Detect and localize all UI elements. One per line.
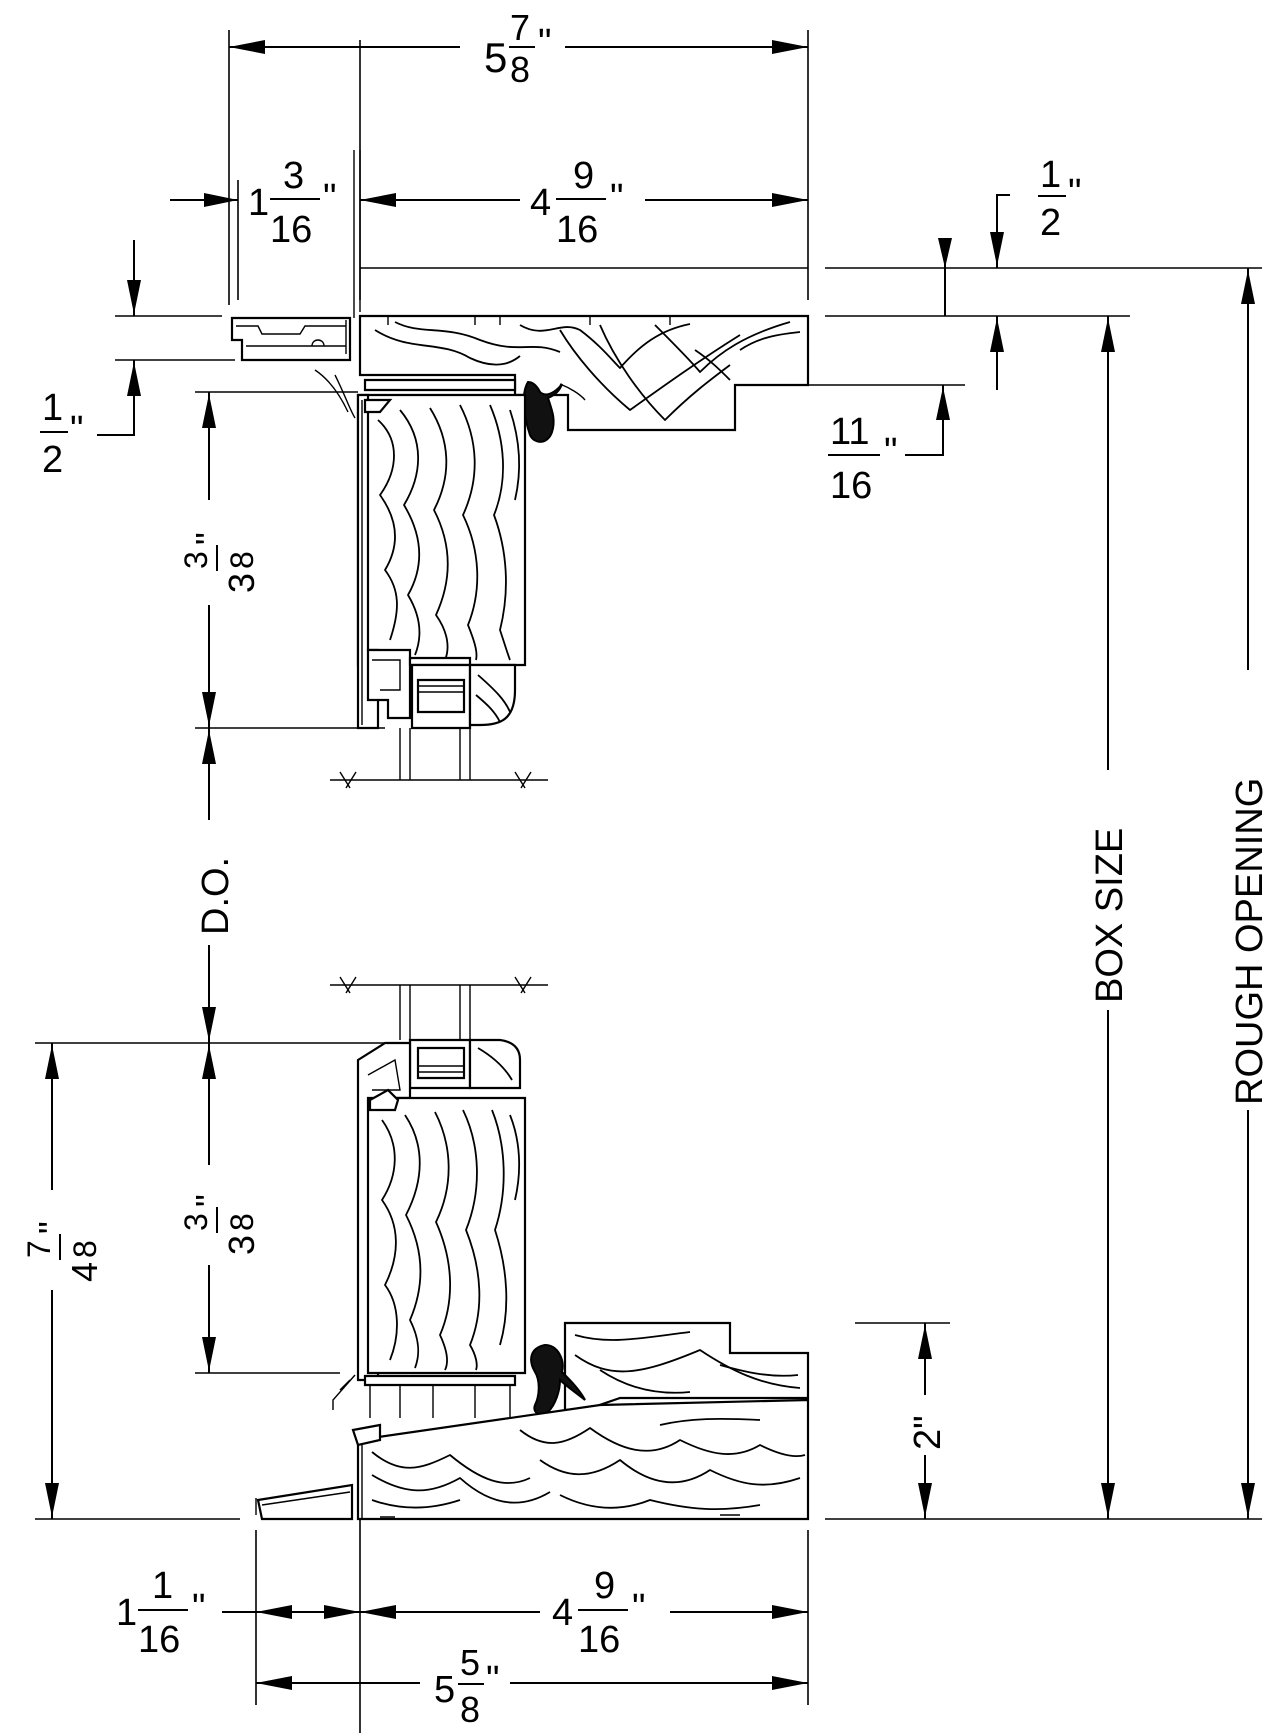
svg-text:8: 8 xyxy=(67,1240,103,1258)
svg-text:": " xyxy=(323,177,337,219)
upper-sash xyxy=(330,393,548,789)
svg-text:3: 3 xyxy=(178,1213,214,1231)
dim-top-right: 4 9 16 " xyxy=(530,155,624,251)
inch-mark: " xyxy=(538,22,552,64)
dim-top-left: 1 3 16 " xyxy=(248,155,337,251)
dim-upper-sash: 3 3 8 " xyxy=(178,532,262,593)
dim-top-half-right: 1 2 " xyxy=(1038,154,1082,244)
label-box-size: BOX SIZE xyxy=(1089,828,1131,1003)
dim-bottom-overall: 5 5 8 " xyxy=(434,1642,500,1730)
svg-text:4: 4 xyxy=(64,1262,105,1282)
svg-text:2: 2 xyxy=(1040,202,1061,244)
svg-text:11: 11 xyxy=(830,411,869,453)
svg-text:1: 1 xyxy=(42,387,63,429)
svg-text:": " xyxy=(192,1587,206,1629)
svg-text:16: 16 xyxy=(556,209,598,251)
svg-text:": " xyxy=(70,409,84,451)
svg-text:": " xyxy=(632,1587,646,1629)
svg-text:9: 9 xyxy=(573,155,594,197)
dimension-text: 5 7 8 " 1 3 16 " 4 9 16 " 1 2 " xyxy=(21,7,1082,1730)
svg-text:": " xyxy=(188,532,229,545)
svg-text:1: 1 xyxy=(1040,154,1061,196)
svg-text:9: 9 xyxy=(594,1565,615,1607)
svg-text:5: 5 xyxy=(460,1642,480,1683)
svg-text:": " xyxy=(486,1659,500,1701)
label-rough-opening: ROUGH OPENING xyxy=(1229,778,1271,1105)
svg-text:8: 8 xyxy=(224,1213,260,1231)
svg-text:4: 4 xyxy=(530,182,551,224)
dim-two-inch: 2" xyxy=(907,1415,949,1450)
svg-text:1: 1 xyxy=(116,1592,137,1634)
svg-text:": " xyxy=(1068,172,1082,214)
dim-top-overall: 5 7 8 " xyxy=(484,7,552,90)
svg-text:": " xyxy=(188,1194,229,1207)
svg-text:3: 3 xyxy=(221,573,262,593)
dim-lower-sash: 3 3 8 " xyxy=(178,1194,262,1255)
svg-text:3: 3 xyxy=(283,155,304,197)
labels: D.O. BOX SIZE ROUGH OPENING xyxy=(195,778,1271,1105)
denominator: 8 xyxy=(510,49,530,90)
numerator: 7 xyxy=(510,7,530,48)
svg-text:1: 1 xyxy=(248,182,269,224)
svg-text:8: 8 xyxy=(224,551,260,569)
lower-sash xyxy=(330,976,548,1418)
whole: 5 xyxy=(484,34,507,81)
dim-sill-left: 4 7 8 " xyxy=(21,1221,105,1282)
svg-text:7: 7 xyxy=(21,1240,57,1258)
svg-text:16: 16 xyxy=(830,465,872,507)
svg-text:16: 16 xyxy=(138,1619,180,1661)
svg-text:3: 3 xyxy=(221,1235,262,1255)
svg-text:": " xyxy=(610,177,624,219)
label-day-opening: D.O. xyxy=(195,857,237,935)
svg-text:3: 3 xyxy=(178,551,214,569)
svg-text:1: 1 xyxy=(152,1565,173,1607)
svg-text:2: 2 xyxy=(42,439,63,481)
svg-text:": " xyxy=(31,1221,72,1234)
svg-text:16: 16 xyxy=(578,1619,620,1661)
svg-text:": " xyxy=(884,431,898,473)
svg-text:8: 8 xyxy=(460,1689,480,1730)
dimension-lines xyxy=(45,40,1255,1690)
dim-bottom-right: 4 9 16 " xyxy=(552,1565,646,1661)
svg-text:4: 4 xyxy=(552,1592,573,1634)
dim-top-half-left: 1 2 " xyxy=(40,387,84,481)
svg-text:5: 5 xyxy=(434,1669,455,1711)
sill-frame xyxy=(255,1321,810,1521)
dim-bottom-left: 1 1 16 " xyxy=(116,1565,206,1661)
dim-eleven-sixteenths: 11 16 " xyxy=(828,411,898,507)
head-frame xyxy=(230,150,810,443)
svg-text:16: 16 xyxy=(270,209,312,251)
